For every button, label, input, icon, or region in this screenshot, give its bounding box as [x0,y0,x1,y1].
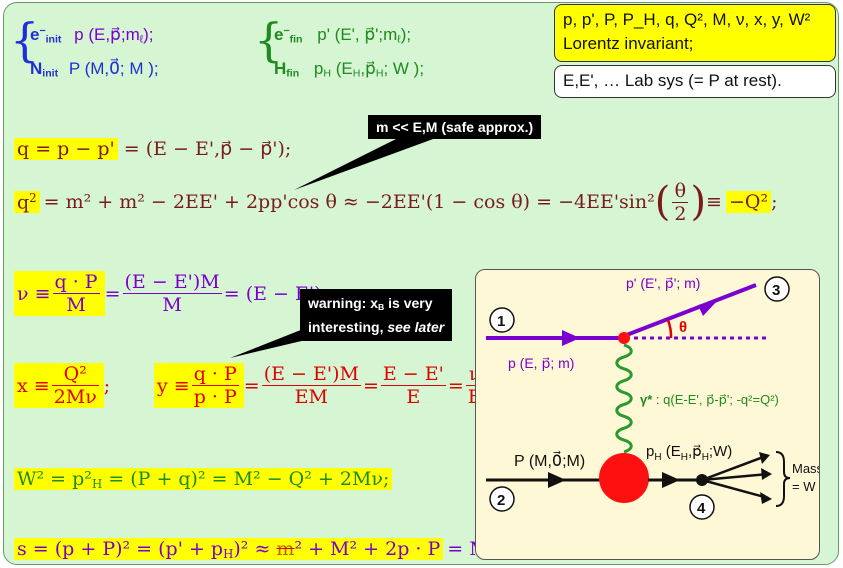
feynman-diagram-panel: θ Mass = W 1 [475,269,824,560]
hadron-jet-3-arrow [760,492,772,504]
hadron-jet-3 [701,478,769,500]
warning-callout: warning: xB is very interesting, see lat… [300,289,453,342]
outgoing-lepton-line [623,283,757,338]
final-state-brace: { [254,13,284,67]
mass-label-line1: Mass [792,461,819,476]
outgoing-hadron-arrow [662,472,680,488]
lepton-vertex [618,332,630,344]
particle-2-label: 2 [497,492,505,509]
initial-electron-def: e−init p (E,p⃗;mℓ); [30,25,154,46]
mass-brace [775,451,791,507]
particle-1-circle [489,307,515,333]
initial-nucleon-def: Ninit P (M,0⃗; M ); [30,59,159,80]
w-squared-equation: W² = p²H = (P + q)² = M² − Q² + 2Mν; [14,468,393,491]
particle-3-circle [764,276,790,302]
hadron-jet-2 [701,472,769,482]
incoming-nucleon-arrow [548,472,566,488]
incoming-lepton-arrow [562,330,580,346]
hadron-jet-2-arrow [761,468,772,480]
final-hadron-def: Hfin pH (EH,p⃗H; W ); [274,59,425,80]
hadron-jet-1-arrow [759,452,770,464]
incoming-nucleon-label: P (M,0⃗;M) [514,450,585,470]
particle-4-label: 4 [697,500,706,517]
virtual-photon-line [615,343,633,454]
electron-symbol: e−init [30,25,62,46]
lorentz-invariant-text: p, p', P, P_H, q, Q², M, ν, x, y, W² Lor… [563,10,811,53]
outgoing-lepton-arrow [698,300,718,316]
theta-label: θ [679,319,687,336]
particle-3-label: 3 [772,282,780,299]
mass-label-line2: = W [792,479,816,494]
q-squared-equation: q2 = m² + m² − 2EE' + 2pp'cos θ ≈ −2EE'(… [14,171,778,233]
hadron-jet-1 [701,454,767,482]
final-electron-def: e−fin p' (E', p⃗';mℓ); [274,25,412,46]
s-equation: s = (p + P)² = (p' + pH)² ≈ m² + M² + 2p… [14,538,576,561]
hadron-blob [599,453,649,503]
lorentz-invariant-box: p, p', P, P_H, q, Q², M, ν, x, y, W² Lor… [554,4,836,62]
slide: { e−init p (E,p⃗;mℓ); Ninit P (M,0⃗; M )… [3,2,839,565]
particle-2-circle [489,486,515,512]
initial-state-brace: { [10,13,40,67]
virtual-photon-label: γ* : q(E-E', p⃗-p⃗'; -q²=Q²) [640,392,779,407]
theta-arc [666,319,673,339]
particle-4-circle [689,494,715,520]
lab-system-text: E,E', … Lab sys (= P at rest). [563,71,782,90]
feynman-diagram: θ Mass = W 1 [486,275,824,520]
outgoing-lepton-label: p' (E', p⃗'; m) [626,275,700,291]
outgoing-hadron-label: pH (EH,p⃗H;W) [646,443,732,463]
approx-callout: m << E,M (safe approx.) [368,115,542,139]
q-definition: q = p − p' = (E − E',p⃗ − p⃗'); [14,138,291,160]
lab-system-box: E,E', … Lab sys (= P at rest). [554,65,836,98]
incoming-lepton-label: p (E, p⃗; m) [508,355,574,371]
particle-1-label: 1 [497,313,505,330]
